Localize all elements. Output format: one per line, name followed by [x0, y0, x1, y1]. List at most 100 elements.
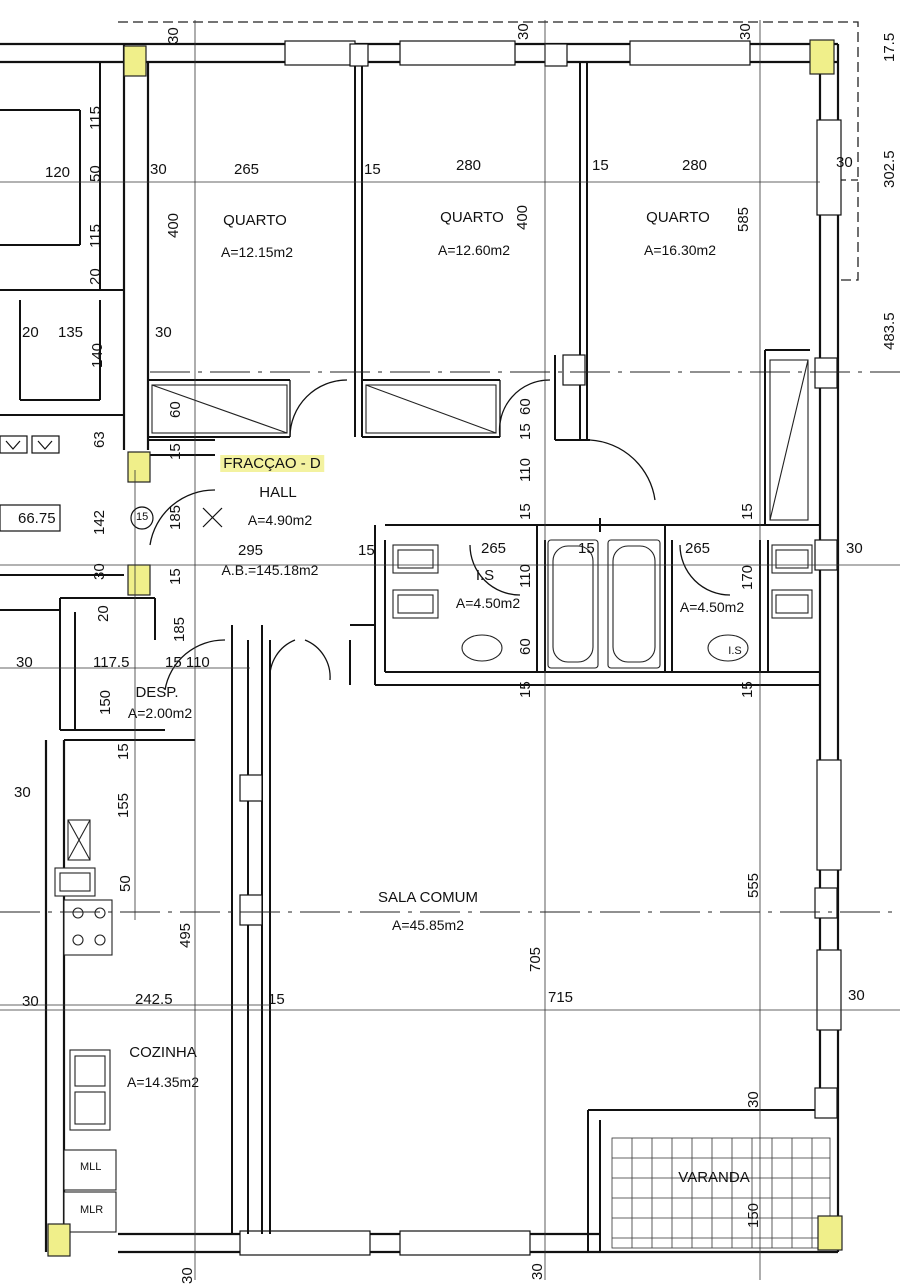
dim-label: 15	[115, 743, 132, 760]
dim-label: 15	[739, 503, 756, 520]
room-label-hall: HALL	[259, 484, 297, 501]
bathroom-fixtures	[392, 539, 813, 669]
dim-label: 17.5	[881, 32, 898, 62]
gross-area: A.B.=145.18m2	[221, 562, 319, 578]
appliance-mll: MLL	[80, 1161, 102, 1173]
room-label-sala: SALA COMUM	[377, 889, 479, 906]
dim-label: 15	[739, 681, 756, 698]
room-area-cozinha: A=14.35m2	[127, 1074, 199, 1090]
room-area-sala: A=45.85m2	[392, 917, 464, 933]
hall-marker-symbols	[0, 435, 223, 532]
dim-label: 140	[89, 342, 106, 368]
dim-label: 242.5	[135, 991, 173, 1008]
dimension-lines	[0, 20, 900, 1280]
dim-label: 15	[517, 681, 534, 698]
structural-columns	[47, 39, 843, 1257]
dim-label: 50	[117, 875, 134, 892]
dim-label: 15 110	[165, 654, 210, 671]
dim-label: 30	[155, 324, 172, 341]
dim-label: 15	[167, 443, 184, 460]
dim-label: 110	[517, 458, 534, 482]
dim-label: 20	[87, 268, 104, 285]
dim-label: 715	[548, 989, 574, 1006]
dim-label: 63	[91, 431, 108, 448]
dim-label: 30	[165, 27, 182, 44]
dim-label: 30	[179, 1267, 196, 1284]
room-area-desp: A=2.00m2	[127, 705, 193, 721]
dim-label: 483.5	[881, 312, 898, 350]
fraction-label: FRACÇAO - D	[220, 455, 324, 472]
door-swings	[149, 379, 731, 691]
dim-label: 60	[517, 398, 534, 415]
dim-label: 117.5	[93, 654, 130, 671]
dim-label: 150	[745, 1202, 762, 1228]
dim-label: 15	[358, 542, 375, 559]
room-area-quarto-2: A=12.60m2	[438, 242, 510, 258]
varanda-tiles	[611, 1137, 831, 1249]
dim-label: 15	[578, 540, 595, 557]
axis-lines	[0, 371, 900, 913]
dim-label: 30	[836, 154, 853, 171]
window-openings	[239, 40, 842, 1256]
dim-label: 295	[238, 542, 264, 559]
dim-label: 15	[517, 423, 534, 440]
room-area-hall: A=4.90m2	[247, 512, 313, 528]
room-label-quarto-2: QUARTO	[440, 209, 504, 226]
dim-label: 30	[529, 1263, 546, 1280]
dim-label: 15	[167, 568, 184, 585]
dim-label: 110	[517, 564, 534, 588]
room-label-cozinha: COZINHA	[129, 1044, 197, 1061]
dim-label: 60	[167, 401, 184, 418]
dim-label: 585	[735, 206, 752, 232]
dim-label: 30	[846, 540, 863, 557]
room-label-is-1: I.S	[475, 567, 495, 584]
room-area-quarto-3: A=16.30m2	[644, 242, 716, 258]
dim-label: 20	[95, 605, 112, 622]
dim-label: 115	[87, 106, 104, 130]
dim-label: 15	[268, 991, 285, 1008]
dim-label: 142	[91, 509, 108, 535]
dim-label: 150	[97, 689, 114, 715]
dim-label: 30	[848, 987, 865, 1004]
dim-label: 15	[364, 161, 381, 178]
dim-label: 265	[685, 540, 711, 557]
dim-label: 60	[517, 638, 534, 655]
room-area-is-2: A=4.50m2	[679, 599, 745, 615]
dim-label: 170	[739, 564, 756, 590]
dim-label: 30	[22, 993, 39, 1010]
wardrobes	[151, 359, 809, 521]
dim-label: 400	[165, 212, 182, 238]
dim-label: 15	[592, 157, 609, 174]
dim-label: 120	[45, 164, 71, 181]
room-label-quarto-3: QUARTO	[646, 209, 710, 226]
level-marker: 15	[136, 511, 149, 523]
dim-label: 30	[150, 161, 167, 178]
dim-label: 30	[515, 23, 532, 40]
dim-label: 30	[91, 563, 108, 580]
dim-label: 265	[234, 161, 260, 178]
room-label-quarto-1: QUARTO	[223, 212, 287, 229]
neighbor-area: 66.75	[18, 510, 56, 527]
dim-label: 280	[682, 157, 708, 174]
room-label-varanda: VARANDA	[678, 1169, 750, 1186]
appliance-mlr: MLR	[80, 1204, 104, 1216]
dim-label: 50	[87, 165, 104, 182]
dim-label: 555	[745, 872, 762, 898]
dim-label: 135	[58, 324, 84, 341]
dim-label: 20	[22, 324, 39, 341]
dim-label: 15	[517, 503, 534, 520]
dim-label: 30	[737, 23, 754, 40]
dim-label: 265	[481, 540, 507, 557]
dim-label: 30	[14, 784, 31, 801]
dim-label: 30	[16, 654, 33, 671]
room-area-is-1: A=4.50m2	[455, 595, 521, 611]
dim-label: 400	[514, 204, 531, 230]
dim-label: 495	[177, 922, 194, 948]
dim-label: 185	[171, 616, 188, 642]
room-area-quarto-1: A=12.15m2	[221, 244, 293, 260]
dim-label: 280	[456, 157, 482, 174]
dim-label: 705	[527, 946, 544, 972]
kitchen-fixtures	[54, 819, 117, 1233]
dim-label: 185	[167, 504, 184, 530]
